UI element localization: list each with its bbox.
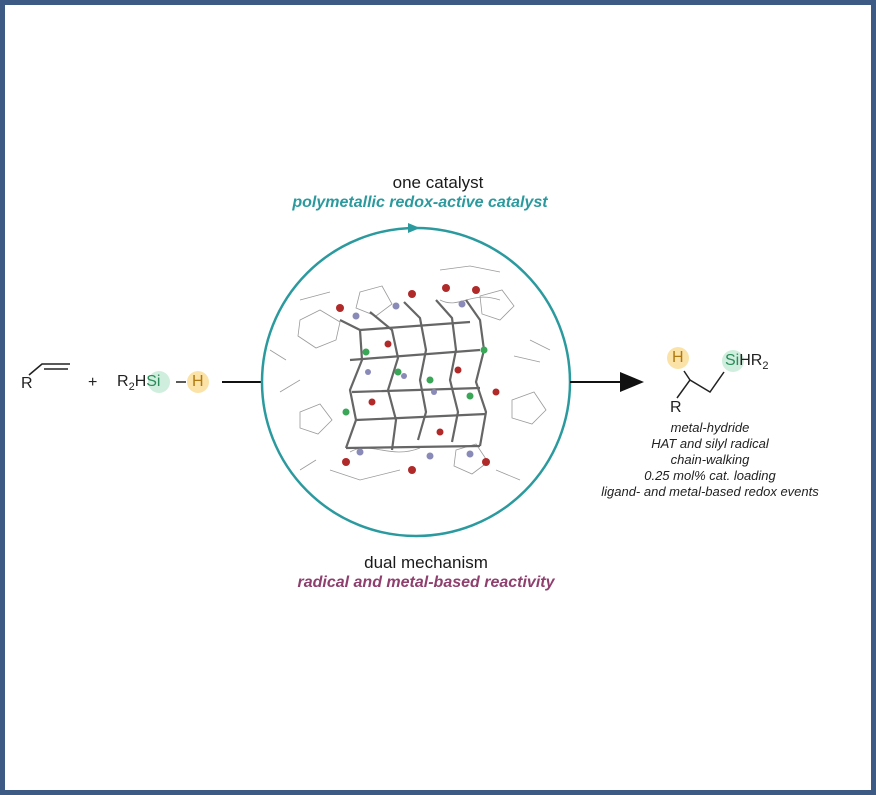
note-line: 0.25 mol% cat. loading xyxy=(644,468,776,483)
product-hr: HR xyxy=(739,352,763,369)
plus-sign: + xyxy=(88,374,98,391)
silane-r: R xyxy=(117,373,129,390)
product-silyl: SiHR2 xyxy=(725,352,768,372)
h-highlight xyxy=(187,371,209,393)
mechanism-subtitle: radical and metal-based reactivity xyxy=(297,574,555,591)
catalyst-subtitle: polymetallic redox-active catalyst xyxy=(292,194,548,211)
note-line: HAT and silyl radical xyxy=(651,436,769,451)
product-structure xyxy=(676,370,725,399)
product-hr-subscript: 2 xyxy=(762,360,769,373)
note-line: metal-hydride xyxy=(670,420,750,435)
silane-subscript: 2 xyxy=(128,381,135,394)
silane-si: Si xyxy=(146,373,161,390)
cycle-arrowhead xyxy=(408,223,420,233)
alkene-r-label: R xyxy=(21,375,33,392)
alkene-structure xyxy=(28,363,70,376)
reaction-notes: metal-hydride HAT and silyl radical chai… xyxy=(560,420,860,500)
catalyst-crystal-structure xyxy=(269,265,551,481)
product-si-highlight xyxy=(722,350,744,372)
silane-terminal-h: H xyxy=(192,373,204,390)
silane-formula: R2HSi xyxy=(117,373,160,393)
product-h-highlight xyxy=(667,347,689,369)
catalyst-cycle-circle xyxy=(260,226,572,538)
product-r: R xyxy=(670,399,682,416)
mechanism-title: dual mechanism xyxy=(364,553,488,572)
note-line: chain-walking xyxy=(670,452,750,467)
catalyst-title: one catalyst xyxy=(392,173,484,192)
note-line: ligand- and metal-based redox events xyxy=(601,484,819,499)
product-si: Si xyxy=(725,352,740,369)
product-h: H xyxy=(672,349,684,366)
silane-h: H xyxy=(134,373,147,390)
si-highlight xyxy=(148,371,170,393)
